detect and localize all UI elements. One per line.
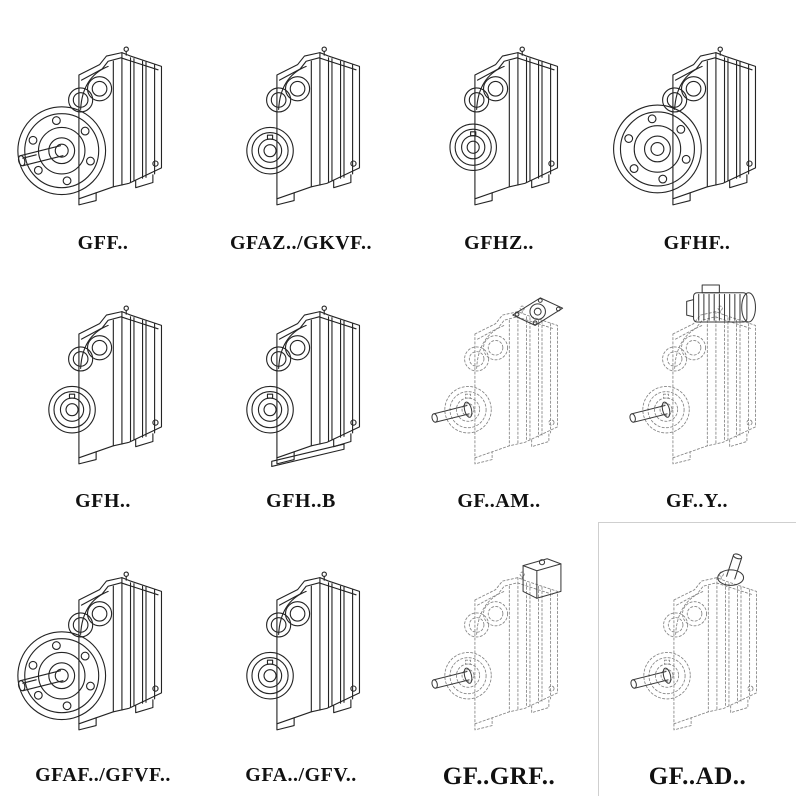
model-label: GFHZ.. xyxy=(464,232,534,254)
catalog-item-gfhz: GFHZ.. xyxy=(400,4,598,264)
model-label: GF..AD.. xyxy=(648,763,747,790)
catalog-item-gfa-gfv: GFA../GFV.. xyxy=(202,522,400,796)
gearbox-drawing-hollow-shaft xyxy=(202,4,400,232)
catalog-item-gf-am: GF..AM.. xyxy=(400,264,598,522)
catalog-item-gf-ad: GF..AD.. xyxy=(598,522,796,796)
gearbox-illustration xyxy=(429,557,562,730)
gearbox-drawing-output-flange-shaft xyxy=(4,4,202,232)
gearbox-illustration xyxy=(627,284,756,465)
gearbox-illustration xyxy=(246,46,361,206)
gearbox-illustration xyxy=(613,46,757,206)
model-label: GFAZ../GKVF.. xyxy=(229,232,373,254)
gearbox-illustration xyxy=(17,571,163,731)
catalog-item-gf-y: GF..Y.. xyxy=(598,264,796,522)
catalog-item-gfaz-gkvf: GFAZ../GKVF.. xyxy=(202,4,400,264)
catalog-item-gfh: GFH.. xyxy=(4,264,202,522)
gearbox-drawing-mounted-motor xyxy=(598,264,796,490)
catalog-item-gfaf-gfvf: GFAF../GFVF.. xyxy=(4,522,202,796)
gearbox-drawing-output-flange-shaft xyxy=(4,522,202,764)
gearbox-illustration xyxy=(246,305,361,467)
gearbox-illustration xyxy=(429,297,564,465)
model-label: GFF.. xyxy=(77,232,129,254)
gearbox-illustration xyxy=(48,305,163,465)
model-label: GF..Y.. xyxy=(665,490,729,512)
model-label: GFH.. xyxy=(75,490,131,512)
gearbox-illustration xyxy=(449,46,559,206)
gearbox-drawing-input-shaft-adapter xyxy=(599,523,796,763)
gearbox-illustration xyxy=(246,571,361,731)
gearbox-drawing-hollow-shaft xyxy=(400,4,598,232)
gearbox-drawing-hollow-shaft xyxy=(4,264,202,490)
catalog-item-gfhf: GFHF.. xyxy=(598,4,796,264)
gearbox-drawing-hollow-shaft xyxy=(202,522,400,764)
gearbox-drawing-input-adapter xyxy=(400,522,598,763)
gearbox-illustration xyxy=(17,46,163,206)
catalog-item-gfh-b: GFH..B xyxy=(202,264,400,522)
gearbox-illustration xyxy=(628,552,757,731)
gearbox-drawing-hollow-shaft-base xyxy=(202,264,400,490)
model-label: GFHF.. xyxy=(663,232,731,254)
catalog-item-gf-grf: GF..GRF.. xyxy=(400,522,598,796)
model-label: GFA../GFV.. xyxy=(245,764,357,786)
gearbox-drawing-iec-input-flange xyxy=(400,264,598,490)
model-label: GFH..B xyxy=(266,490,336,512)
model-label: GFAF../GFVF.. xyxy=(35,764,171,786)
model-label: GF..AM.. xyxy=(457,490,541,512)
gearbox-drawing-output-flange xyxy=(598,4,796,232)
model-label: GF..GRF.. xyxy=(442,763,556,790)
catalog-item-gff: GFF.. xyxy=(4,4,202,264)
